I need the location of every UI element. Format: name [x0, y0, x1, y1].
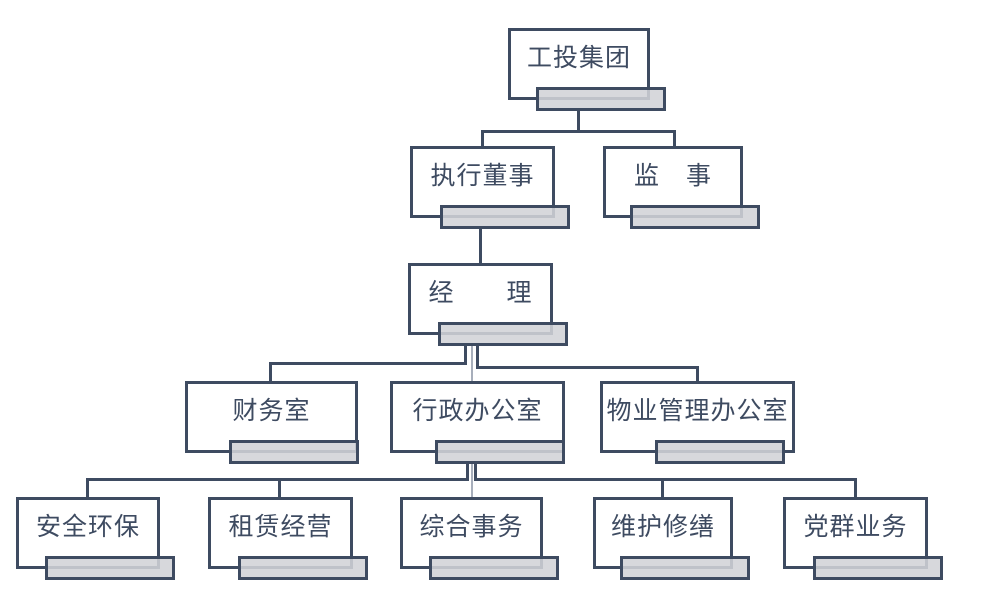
- org-node-general-affairs: 综合事务: [400, 497, 559, 580]
- connector-drop-safety-env: [86, 478, 89, 500]
- org-node-safety-env: 安全环保: [16, 497, 175, 580]
- node-label-safety-env: 安全环保: [35, 512, 140, 541]
- node-shadow: [237, 556, 368, 580]
- org-node-maintenance: 维护修缮: [593, 497, 750, 580]
- node-label-executive-director: 执行董事: [430, 161, 535, 190]
- org-node-admin-office: 行政办公室: [390, 381, 565, 464]
- node-label-manager: 经 理: [428, 278, 533, 307]
- node-label-party-affairs: 党群业务: [803, 512, 908, 541]
- node-shadow: [437, 322, 568, 346]
- org-node-executive-director: 执行董事: [410, 146, 570, 229]
- org-node-party-affairs: 党群业务: [783, 497, 943, 580]
- connector-drop-finance-office: [269, 362, 272, 384]
- node-shadow: [428, 556, 559, 580]
- connector-admin-left-horizontal: [86, 478, 469, 481]
- connector-admin-right-horizontal: [474, 478, 857, 481]
- node-shadow: [654, 440, 785, 464]
- node-label-leasing: 租赁经营: [228, 512, 333, 541]
- org-node-finance-office: 财务室: [185, 381, 359, 464]
- connector-group-stub: [577, 110, 580, 133]
- connector-executive-director-manager: [479, 228, 482, 266]
- node-label-maintenance: 维护修缮: [610, 512, 715, 541]
- node-shadow: [812, 556, 943, 580]
- connector-drop-executive-director: [481, 130, 484, 149]
- node-label-general-affairs: 综合事务: [419, 512, 524, 541]
- connector-manager-right-horizontal: [476, 366, 699, 369]
- node-label-property-office: 物业管理办公室: [606, 396, 789, 425]
- connector-drop-leasing: [278, 478, 281, 500]
- node-shadow: [45, 556, 175, 580]
- org-node-property-office: 物业管理办公室: [600, 381, 795, 464]
- connector-manager-left-horizontal: [269, 362, 467, 365]
- connector-manager-admin-office: [471, 345, 473, 384]
- org-node-leasing: 租赁经营: [208, 497, 368, 580]
- connector-manager-left-stub: [464, 345, 467, 365]
- connector-drop-property-office: [696, 366, 699, 384]
- node-label-group: 工投集团: [526, 43, 631, 72]
- node-shadow: [630, 205, 760, 229]
- connector-manager-right-stub: [476, 345, 479, 369]
- connector-drop-maintenance: [661, 478, 664, 500]
- node-label-supervisor: 监 事: [633, 161, 712, 190]
- node-shadow: [228, 440, 359, 464]
- org-node-group: 工投集团: [508, 28, 666, 111]
- connector-admin-general-affairs: [471, 463, 473, 500]
- connector-drop-supervisor: [673, 130, 676, 149]
- connector-drop-party-affairs: [854, 478, 857, 500]
- node-shadow: [439, 205, 570, 229]
- node-label-finance-office: 财务室: [232, 396, 311, 425]
- org-node-supervisor: 监 事: [603, 146, 760, 229]
- node-shadow: [620, 556, 750, 580]
- node-shadow: [536, 87, 666, 111]
- node-label-admin-office: 行政办公室: [412, 396, 543, 425]
- connector-admin-left-stub: [466, 463, 469, 481]
- connector-group-horizontal: [481, 130, 676, 133]
- node-shadow: [434, 440, 565, 464]
- connector-admin-right-stub: [474, 463, 477, 481]
- org-node-manager: 经 理: [408, 263, 568, 346]
